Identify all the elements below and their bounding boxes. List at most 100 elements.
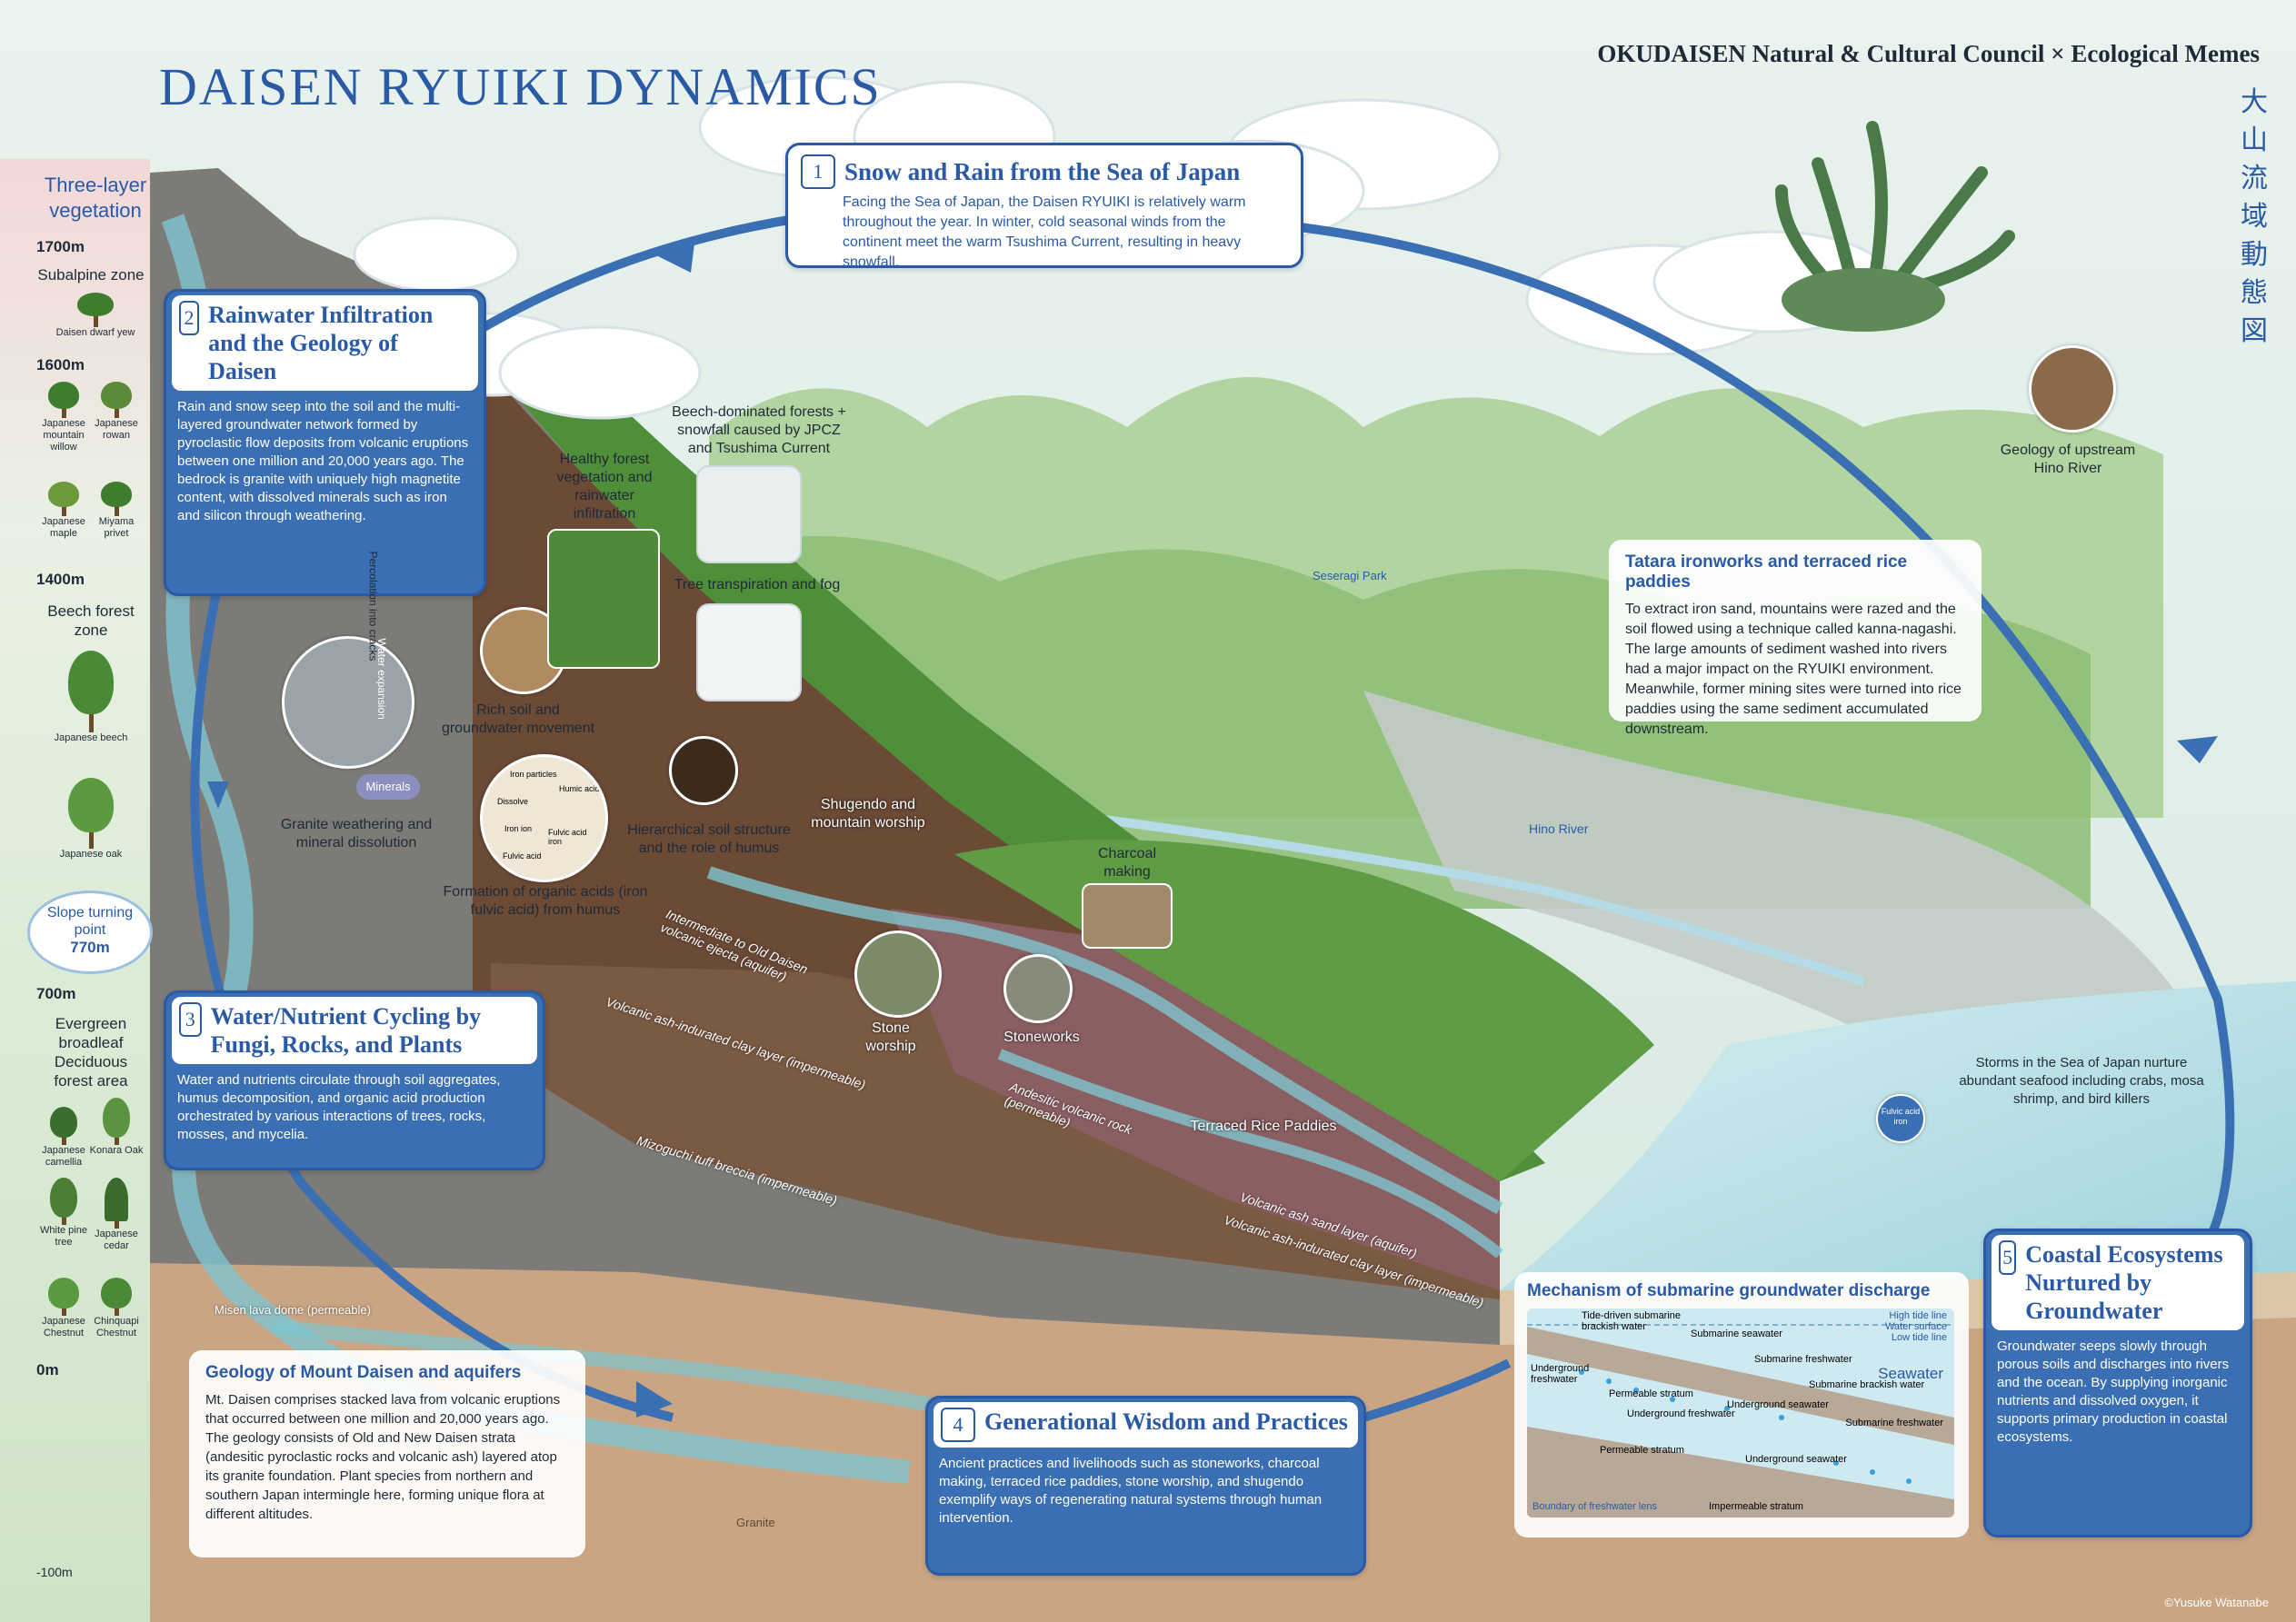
altitude-0: 0m	[36, 1361, 59, 1378]
tree-japanese-chestnut: Japanese Chestnut	[36, 1278, 91, 1339]
card-5-number: 5	[1999, 1240, 2017, 1275]
stoneworks-inset	[1003, 954, 1073, 1023]
label-hino-river: Hino River	[1529, 821, 1589, 836]
label-organic-acids: Formation of organic acids (iron fulvic …	[443, 884, 648, 918]
sgd-label-underground-seawater-2: Underground seawater	[1745, 1454, 1847, 1465]
card-1-number: 1	[801, 154, 835, 189]
card-1-snow-rain: 1 Snow and Rain from the Sea of Japan Fa…	[785, 143, 1303, 270]
sgd-label-submarine-brackish: Submarine brackish water	[1809, 1379, 1925, 1390]
label-seseragi-park: Seseragi Park	[1313, 569, 1387, 582]
chem-fulvic-acid: Fulvic acid	[503, 851, 542, 861]
beech-forest-inset	[696, 465, 802, 563]
card-3-number: 3	[179, 1002, 202, 1037]
label-stone-worship: Stone worship	[865, 1020, 916, 1054]
info-geology-title: Geology of Mount Daisen and aquifers	[205, 1363, 522, 1382]
chem-iron-particles: Iron particles	[510, 770, 557, 779]
sgd-label-permeable-2: Permeable stratum	[1600, 1445, 1684, 1456]
sgd-label-submarine-freshwater-1: Submarine freshwater	[1754, 1354, 1852, 1365]
sgd-label-water-surface: Water surface	[1884, 1321, 1947, 1332]
sgd-label-high-tide: High tide line	[1889, 1310, 1947, 1321]
charcoal-inset	[1082, 883, 1173, 949]
zone-subalpine: Subalpine zone	[37, 266, 145, 284]
card-1-body: Facing the Sea of Japan, the Daisen RYUI…	[843, 194, 1246, 270]
label-shugendo: Shugendo and mountain worship	[811, 797, 925, 831]
card-2-title: Rainwater Infiltration and the Geology o…	[208, 302, 434, 384]
sgd-diagram: Tide-driven submarine brackish water Hig…	[1527, 1309, 1954, 1518]
credits: OKUDAISEN Natural & Cultural Council × E…	[1597, 40, 2260, 67]
tree-japanese-oak: Japanese oak	[50, 778, 132, 861]
card-5-coastal: 5 Coastal Ecosystems Nurtured by Groundw…	[1983, 1229, 2252, 1537]
label-transpiration: Tree transpiration and fog	[674, 577, 841, 592]
tree-japanese-mountain-willow: Japanese mountain willow	[36, 382, 91, 453]
card-4-wisdom: 4 Generational Wisdom and Practices Anci…	[925, 1396, 1366, 1576]
sgd-label-seawater: Seawater	[1878, 1365, 1943, 1382]
chem-humic-acid: Humic acid	[559, 784, 600, 793]
sgd-label-underground-freshwater-1: Underground freshwater	[1531, 1363, 1590, 1385]
tree-white-pine: White pine tree	[36, 1178, 91, 1249]
slope-turning-point: Slope turning point 770m	[27, 891, 153, 974]
label-minerals: Minerals	[356, 774, 420, 800]
altitude-1600: 1600m	[36, 356, 85, 373]
label-soil-structure: Hierarchical soil structure and the role…	[627, 822, 791, 856]
chem-iron-ion: Iron ion	[504, 824, 533, 833]
label-stoneworks: Stoneworks	[1003, 1030, 1080, 1045]
card-1-title: Snow and Rain from the Sea of Japan	[844, 158, 1241, 185]
page-title: DAISEN RYUIKI DYNAMICS	[159, 57, 882, 116]
label-storms: Storms in the Sea of Japan nurture abund…	[1959, 1055, 2204, 1107]
tree-japanese-rowan: Japanese rowan	[89, 382, 144, 442]
sgd-label-submarine-freshwater-2: Submarine freshwater	[1845, 1418, 1943, 1428]
stratum-misen-lava: Misen lava dome (permeable)	[215, 1303, 371, 1317]
card-5-body: Groundwater seeps slowly through porous …	[1997, 1338, 2230, 1445]
vegetation-title: Three-layer vegetation	[44, 174, 147, 222]
label-upstream-geology: Geology of upstream Hino River	[2000, 443, 2136, 476]
sgd-label-underground-freshwater-2: Underground freshwater	[1627, 1408, 1735, 1419]
chem-dissolve: Dissolve	[497, 797, 529, 806]
label-granite-weathering: Granite weathering and mineral dissoluti…	[280, 817, 433, 851]
upstream-geology-inset	[2029, 345, 2116, 433]
tree-japanese-cedar: Japanese cedar	[89, 1178, 144, 1252]
info-tatara: Tatara ironworks and terraced rice paddi…	[1609, 540, 1982, 737]
tree-japanese-beech: Japanese beech	[50, 651, 132, 744]
card-4-number: 4	[941, 1408, 975, 1442]
info-sgd-title: Mechanism of submarine groundwater disch…	[1527, 1281, 1931, 1300]
card-3-title: Water/Nutrient Cycling by Fungi, Rocks, …	[210, 1003, 482, 1058]
japanese-title: 大山流域動態図	[2241, 87, 2268, 346]
info-sgd: Mechanism of submarine groundwater disch…	[1514, 1272, 1969, 1537]
card-3-body: Water and nutrients circulate through so…	[177, 1072, 501, 1142]
label-water-expansion: Water expansion	[374, 638, 388, 720]
tree-miyama-privet: Miyama privet	[89, 482, 144, 540]
sgd-label-underground-seawater-1: Underground seawater	[1727, 1399, 1829, 1410]
altitude-1700: 1700m	[36, 238, 85, 255]
tree-daisen-dwarf-yew: Daisen dwarf yew	[55, 293, 136, 339]
sgd-strata	[1527, 1324, 1954, 1518]
tree-japanese-camellia: Japanese camellia	[36, 1107, 91, 1169]
altitude-700: 700m	[36, 985, 76, 1002]
granite-weathering-inset	[282, 636, 414, 769]
tree-japanese-maple: Japanese maple	[36, 482, 91, 540]
card-2-number: 2	[179, 301, 200, 335]
altitude-1400: 1400m	[36, 571, 85, 588]
zone-evergreen-deciduous: Evergreen broadleaf Deciduous forest are…	[54, 1015, 128, 1090]
soil-structure-inset	[669, 736, 738, 805]
info-geology-body: Mt. Daisen comprises stacked lava from v…	[205, 1392, 561, 1522]
card-2-infiltration: 2 Rainwater Infiltration and the Geology…	[164, 289, 486, 596]
info-tatara-title: Tatara ironworks and terraced rice paddi…	[1625, 552, 1908, 592]
label-terraced: Terraced Rice Paddies	[1190, 1119, 1337, 1134]
info-geology: Geology of Mount Daisen and aquifers Mt.…	[189, 1350, 585, 1557]
tree-konara-oak: Konara Oak	[89, 1098, 144, 1157]
tree-chinquapi-chestnut: Chinquapi Chestnut	[89, 1278, 144, 1339]
info-tatara-body: To extract iron sand, mountains were raz…	[1625, 602, 1962, 737]
zone-beech-forest: Beech forest zone	[47, 602, 135, 639]
label-rich-soil: Rich soil and groundwater movement	[441, 702, 595, 736]
label-beech-forests: Beech-dominated forests + snowfall cause…	[672, 404, 846, 456]
stone-worship-inset	[854, 930, 942, 1018]
copyright: ©Yusuke Watanabe	[2164, 1596, 2269, 1609]
chem-fulvic-acid-iron: Fulvic acid iron	[548, 828, 587, 846]
sgd-label-submarine-seawater: Submarine seawater	[1691, 1328, 1782, 1339]
card-3-cycling: 3 Water/Nutrient Cycling by Fungi, Rocks…	[164, 990, 545, 1170]
sgd-label-tide: Tide-driven submarine brackish water	[1582, 1310, 1682, 1332]
label-charcoal: Charcoal making	[1097, 846, 1157, 880]
organic-acid-inset: Iron particles Dissolve Humic acid Iron …	[480, 754, 608, 882]
sgd-label-permeable-1: Permeable stratum	[1609, 1388, 1693, 1399]
card-4-title: Generational Wisdom and Practices	[984, 1408, 1348, 1435]
